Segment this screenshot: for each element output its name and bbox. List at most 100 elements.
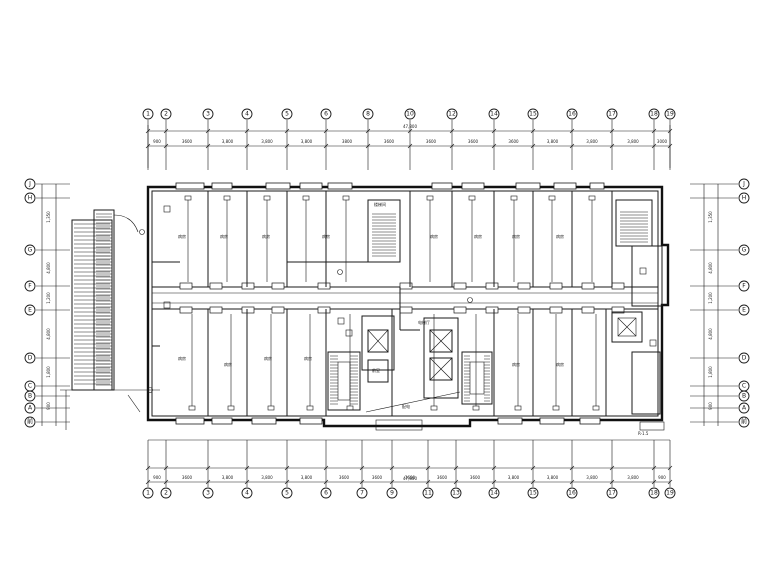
right-row-bubble	[738, 390, 750, 402]
room-label: 病房	[474, 233, 482, 239]
dimension-label: 1,800	[708, 366, 713, 378]
bottom-axis-label: 16	[568, 490, 576, 497]
bottom-axis-bubble	[422, 487, 434, 499]
top-axis-label: 3	[206, 111, 210, 118]
top-axis-bubble	[527, 108, 539, 120]
bottom-axis-bubble	[606, 487, 618, 499]
top-axis-bubble	[362, 108, 374, 120]
room-label: 病房	[512, 361, 520, 367]
dimension-label: 3600	[182, 139, 193, 144]
bottom-axis-bubble	[450, 487, 462, 499]
top-axis-label: 8	[366, 111, 370, 118]
right-row-bubble	[738, 352, 750, 364]
left-row-label: C	[28, 383, 32, 390]
dimension-label: 4,800	[708, 328, 713, 340]
room-partitions	[152, 191, 613, 416]
bottom-axis-label: 11	[424, 490, 432, 497]
bottom-axis-bubble	[648, 487, 660, 499]
dimension-label: 4,800	[46, 328, 51, 340]
top-axis-label: 14	[490, 111, 498, 118]
bottom-axis-label: 7	[360, 490, 364, 497]
bottom-axis-bubble	[241, 487, 253, 499]
dimension-label: 3,800	[627, 475, 639, 480]
bottom-axis-label: 9	[390, 490, 394, 497]
dimension-label: 900	[153, 139, 161, 144]
left-row-label: H	[28, 195, 33, 202]
building-outline	[146, 182, 670, 428]
dimension-label: 900	[708, 402, 713, 410]
top-axis-label: 17	[608, 111, 616, 118]
left-row-bubble	[24, 390, 36, 402]
right-row-bubble	[738, 280, 750, 292]
right-row-label: F	[742, 283, 746, 290]
top-axis-bubble	[160, 108, 172, 120]
left-row-bubble	[24, 244, 36, 256]
left-row-bubble	[24, 280, 36, 292]
dimension-label: 3,800	[547, 475, 559, 480]
right-row-label: H	[742, 195, 747, 202]
left-row-label: E	[28, 307, 32, 314]
right-row-bubble	[738, 178, 750, 190]
left-row-label: F	[28, 283, 32, 290]
bottom-axis-label: 18	[650, 490, 658, 497]
top-axis-bubble	[142, 108, 154, 120]
dimension-label: 1,350	[708, 211, 713, 223]
top-axis-label: 12	[448, 111, 456, 118]
room-label: 病房	[262, 233, 270, 239]
room-label: 病房	[224, 361, 232, 367]
top-axis-label: 19	[666, 111, 674, 118]
left-row-label: G	[28, 247, 33, 254]
dimension-label: 4,800	[46, 262, 51, 274]
top-axis-bubble	[404, 108, 416, 120]
top-axis-label: 5	[285, 111, 289, 118]
bottom-axis-bubble	[527, 487, 539, 499]
note-label: 前室	[372, 367, 380, 373]
stair-top-right	[615, 199, 653, 247]
dimension-label: 3000	[657, 139, 668, 144]
left-row-label: 前	[27, 418, 33, 426]
left-row-bubble	[24, 402, 36, 414]
dimension-label: 3600	[426, 139, 437, 144]
top-axis-bubble	[320, 108, 332, 120]
stair-top-center	[367, 199, 401, 263]
bottom-axis-label: 14	[490, 490, 498, 497]
room-label: 病房	[304, 355, 312, 361]
bottom-axis-bubble	[202, 487, 214, 499]
left-row-bubble	[24, 178, 36, 190]
bottom-axis-bubble	[356, 487, 368, 499]
bottom-axis-bubble	[488, 487, 500, 499]
dimension-label: 900	[46, 402, 51, 410]
note-label: 楼梯间	[374, 201, 386, 207]
right-row-bubble	[738, 402, 750, 414]
dimension-label: 3,800	[261, 475, 273, 480]
bottom-axis-label: 1	[146, 490, 150, 497]
top-axis-bubble	[281, 108, 293, 120]
bottom-axis-label: 17	[608, 490, 616, 497]
bottom-axis-bubble	[386, 487, 398, 499]
top-axis-bubble	[488, 108, 500, 120]
left-row-bubble	[24, 192, 36, 204]
top-axis-label: 4	[245, 111, 249, 118]
right-row-label: C	[742, 383, 746, 390]
corridor	[152, 282, 658, 314]
left-row-bubble	[24, 304, 36, 316]
dimension-label: 3600	[508, 139, 519, 144]
dimension-label: 1,200	[46, 292, 51, 304]
note-r: R-1.5	[638, 431, 649, 436]
room-label: 病房	[556, 361, 564, 367]
bottom-axis-label: 6	[324, 490, 328, 497]
bottom-axis-label: 3	[206, 490, 210, 497]
top-axis-label: 16	[568, 111, 576, 118]
bottom-total-dimension: 47,800	[403, 476, 417, 481]
note-label: 配电	[402, 403, 410, 409]
room-label: 病房	[220, 233, 228, 239]
left-row-label: B	[28, 393, 32, 400]
dimension-label: 3600	[372, 475, 383, 480]
note-label: 电梯厅	[418, 319, 430, 325]
bottom-axis-bubble	[664, 487, 676, 499]
